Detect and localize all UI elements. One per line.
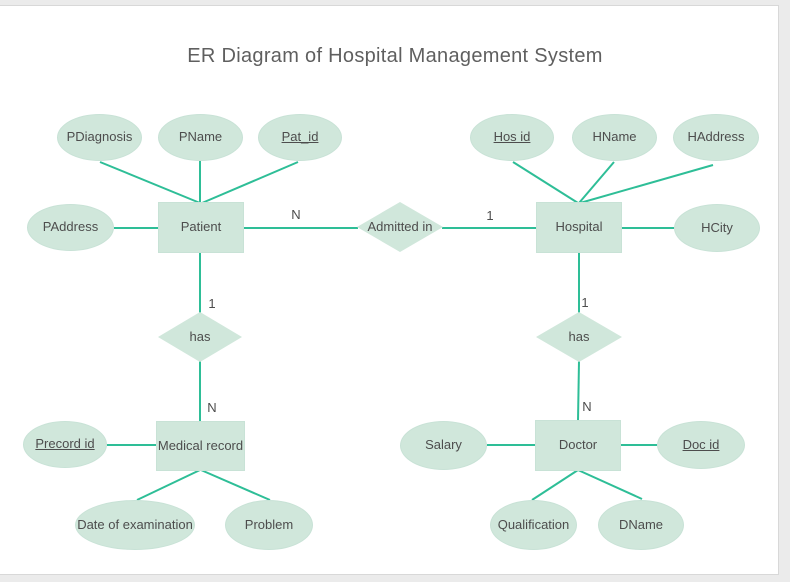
attribute-dname: DName	[598, 500, 684, 550]
connector-medicalrecord-dateofexamination	[136, 469, 201, 501]
connector-doctor-qualification	[531, 469, 579, 501]
cardinality-patient-has-1: 1	[208, 296, 216, 311]
cardinality-has-medicalrecord-n: N	[207, 400, 217, 415]
attribute-qualification: Qualification	[490, 500, 577, 550]
attribute-hname: HName	[572, 114, 657, 161]
attribute-doc-id: Doc id	[657, 421, 745, 469]
connector-hname-hospital	[578, 161, 615, 204]
diagram-title: ER Diagram of Hospital Management System	[187, 45, 603, 67]
attribute-hcity: HCity	[674, 204, 760, 252]
attribute-salary: Salary	[400, 421, 487, 470]
cardinality-admittedin-hospital-1: 1	[486, 208, 494, 223]
attribute-pat-id: Pat_id	[258, 114, 342, 161]
attribute-problem: Problem	[225, 500, 313, 550]
entity-medical-record: Medical record	[156, 421, 245, 471]
connector-pdiagnosis-patient	[99, 161, 201, 204]
entity-doctor: Doctor	[535, 420, 621, 471]
attribute-haddress: HAddress	[673, 114, 759, 161]
connector-has-doctor	[577, 360, 580, 422]
connector-hosid-hospital	[512, 161, 579, 204]
attribute-pdiagnosis: PDiagnosis	[57, 114, 142, 161]
attribute-date-of-examination: Date of examination	[75, 500, 195, 550]
entity-hospital: Hospital	[536, 202, 622, 253]
diagram-page	[0, 5, 779, 575]
connector-doctor-dname	[577, 469, 643, 500]
attribute-hos-id: Hos id	[470, 114, 554, 161]
cardinality-hospital-has-1: 1	[581, 295, 589, 310]
connector-haddress-hospital	[579, 164, 714, 204]
attribute-pname: PName	[158, 114, 243, 161]
cardinality-has-doctor-n: N	[582, 399, 592, 414]
connector-medicalrecord-problem	[200, 469, 271, 501]
entity-patient: Patient	[158, 202, 244, 253]
attribute-precord-id: Precord id	[23, 421, 107, 468]
cardinality-patient-admittedin-n: N	[291, 207, 301, 222]
connector-patid-patient	[201, 161, 299, 204]
attribute-paddress: PAddress	[27, 204, 114, 251]
